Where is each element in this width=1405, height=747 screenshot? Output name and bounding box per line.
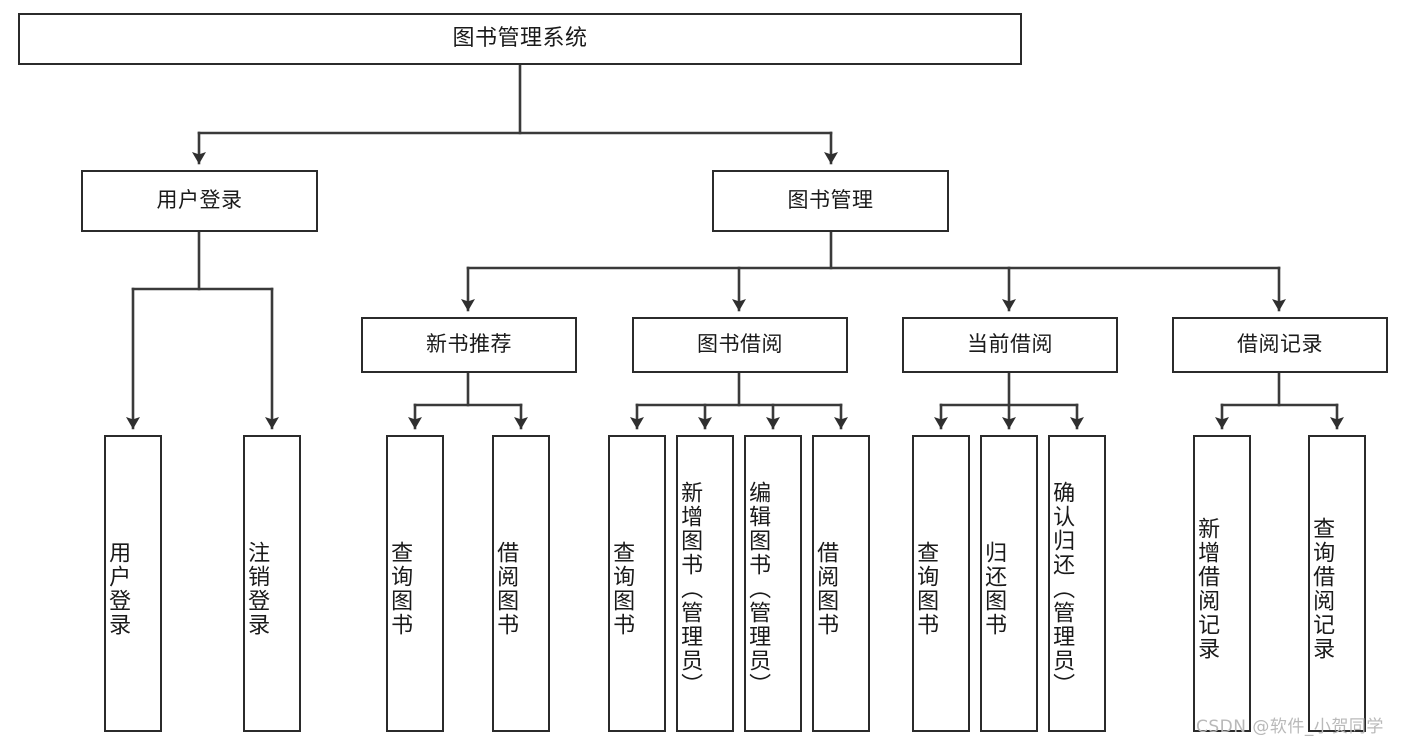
node-book-management[interactable]: 图书管理 [712,170,949,232]
node-book-borrow[interactable]: 图书借阅 [632,317,848,373]
leaf-book-borrow-borrow-book[interactable]: 借阅图书 [812,435,870,732]
leaf-borrow-record-add-record[interactable]: 新增借阅记录 [1193,435,1251,732]
node-label: 图书管理 [787,188,874,213]
leaf-current-borrow-query-book[interactable]: 查询图书 [912,435,970,732]
node-label: 借阅图书 [813,540,839,637]
node-label: 查询图书 [913,540,939,637]
leaf-book-borrow-edit-book-admin[interactable]: 编辑图书（管理员） [744,435,802,732]
node-label: 图书管理系统 [452,25,588,51]
node-label: 新增借阅记录 [1194,516,1220,661]
leaf-user-login-login[interactable]: 用户登录 [104,435,162,732]
csdn-watermark: CSDN @软件_小贺同学 [1196,717,1384,737]
leaf-book-borrow-query-book[interactable]: 查询图书 [608,435,666,732]
leaf-book-borrow-add-book-admin[interactable]: 新增图书（管理员） [676,435,734,732]
node-label: 当前借阅 [967,332,1053,357]
node-label: 归还图书 [981,540,1007,637]
node-label: 用户登录 [156,188,243,213]
node-label: 借阅记录 [1237,332,1323,357]
node-label: 新书推荐 [426,332,512,357]
node-label: 确认归还（管理员） [1049,480,1075,697]
leaf-borrow-record-query-record[interactable]: 查询借阅记录 [1308,435,1366,732]
node-label: 借阅图书 [493,540,519,637]
leaf-new-book-query-book[interactable]: 查询图书 [386,435,444,732]
node-user-login[interactable]: 用户登录 [81,170,318,232]
leaf-new-book-borrow-book[interactable]: 借阅图书 [492,435,550,732]
node-label: 编辑图书（管理员） [745,480,771,697]
node-current-borrow[interactable]: 当前借阅 [902,317,1118,373]
node-label: 查询图书 [609,540,635,637]
leaf-current-borrow-return-book[interactable]: 归还图书 [980,435,1038,732]
node-label: 注销登录 [244,540,270,637]
node-label: 用户登录 [105,540,131,637]
node-borrow-record[interactable]: 借阅记录 [1172,317,1388,373]
node-new-book-recommend[interactable]: 新书推荐 [361,317,577,373]
node-label: 图书借阅 [697,332,783,357]
node-label: 新增图书（管理员） [677,480,703,697]
leaf-user-login-logout[interactable]: 注销登录 [243,435,301,732]
node-root-book-management-system[interactable]: 图书管理系统 [18,13,1022,65]
node-label: 查询图书 [387,540,413,637]
leaf-current-borrow-confirm-return-admin[interactable]: 确认归还（管理员） [1048,435,1106,732]
node-label: 查询借阅记录 [1309,516,1335,661]
